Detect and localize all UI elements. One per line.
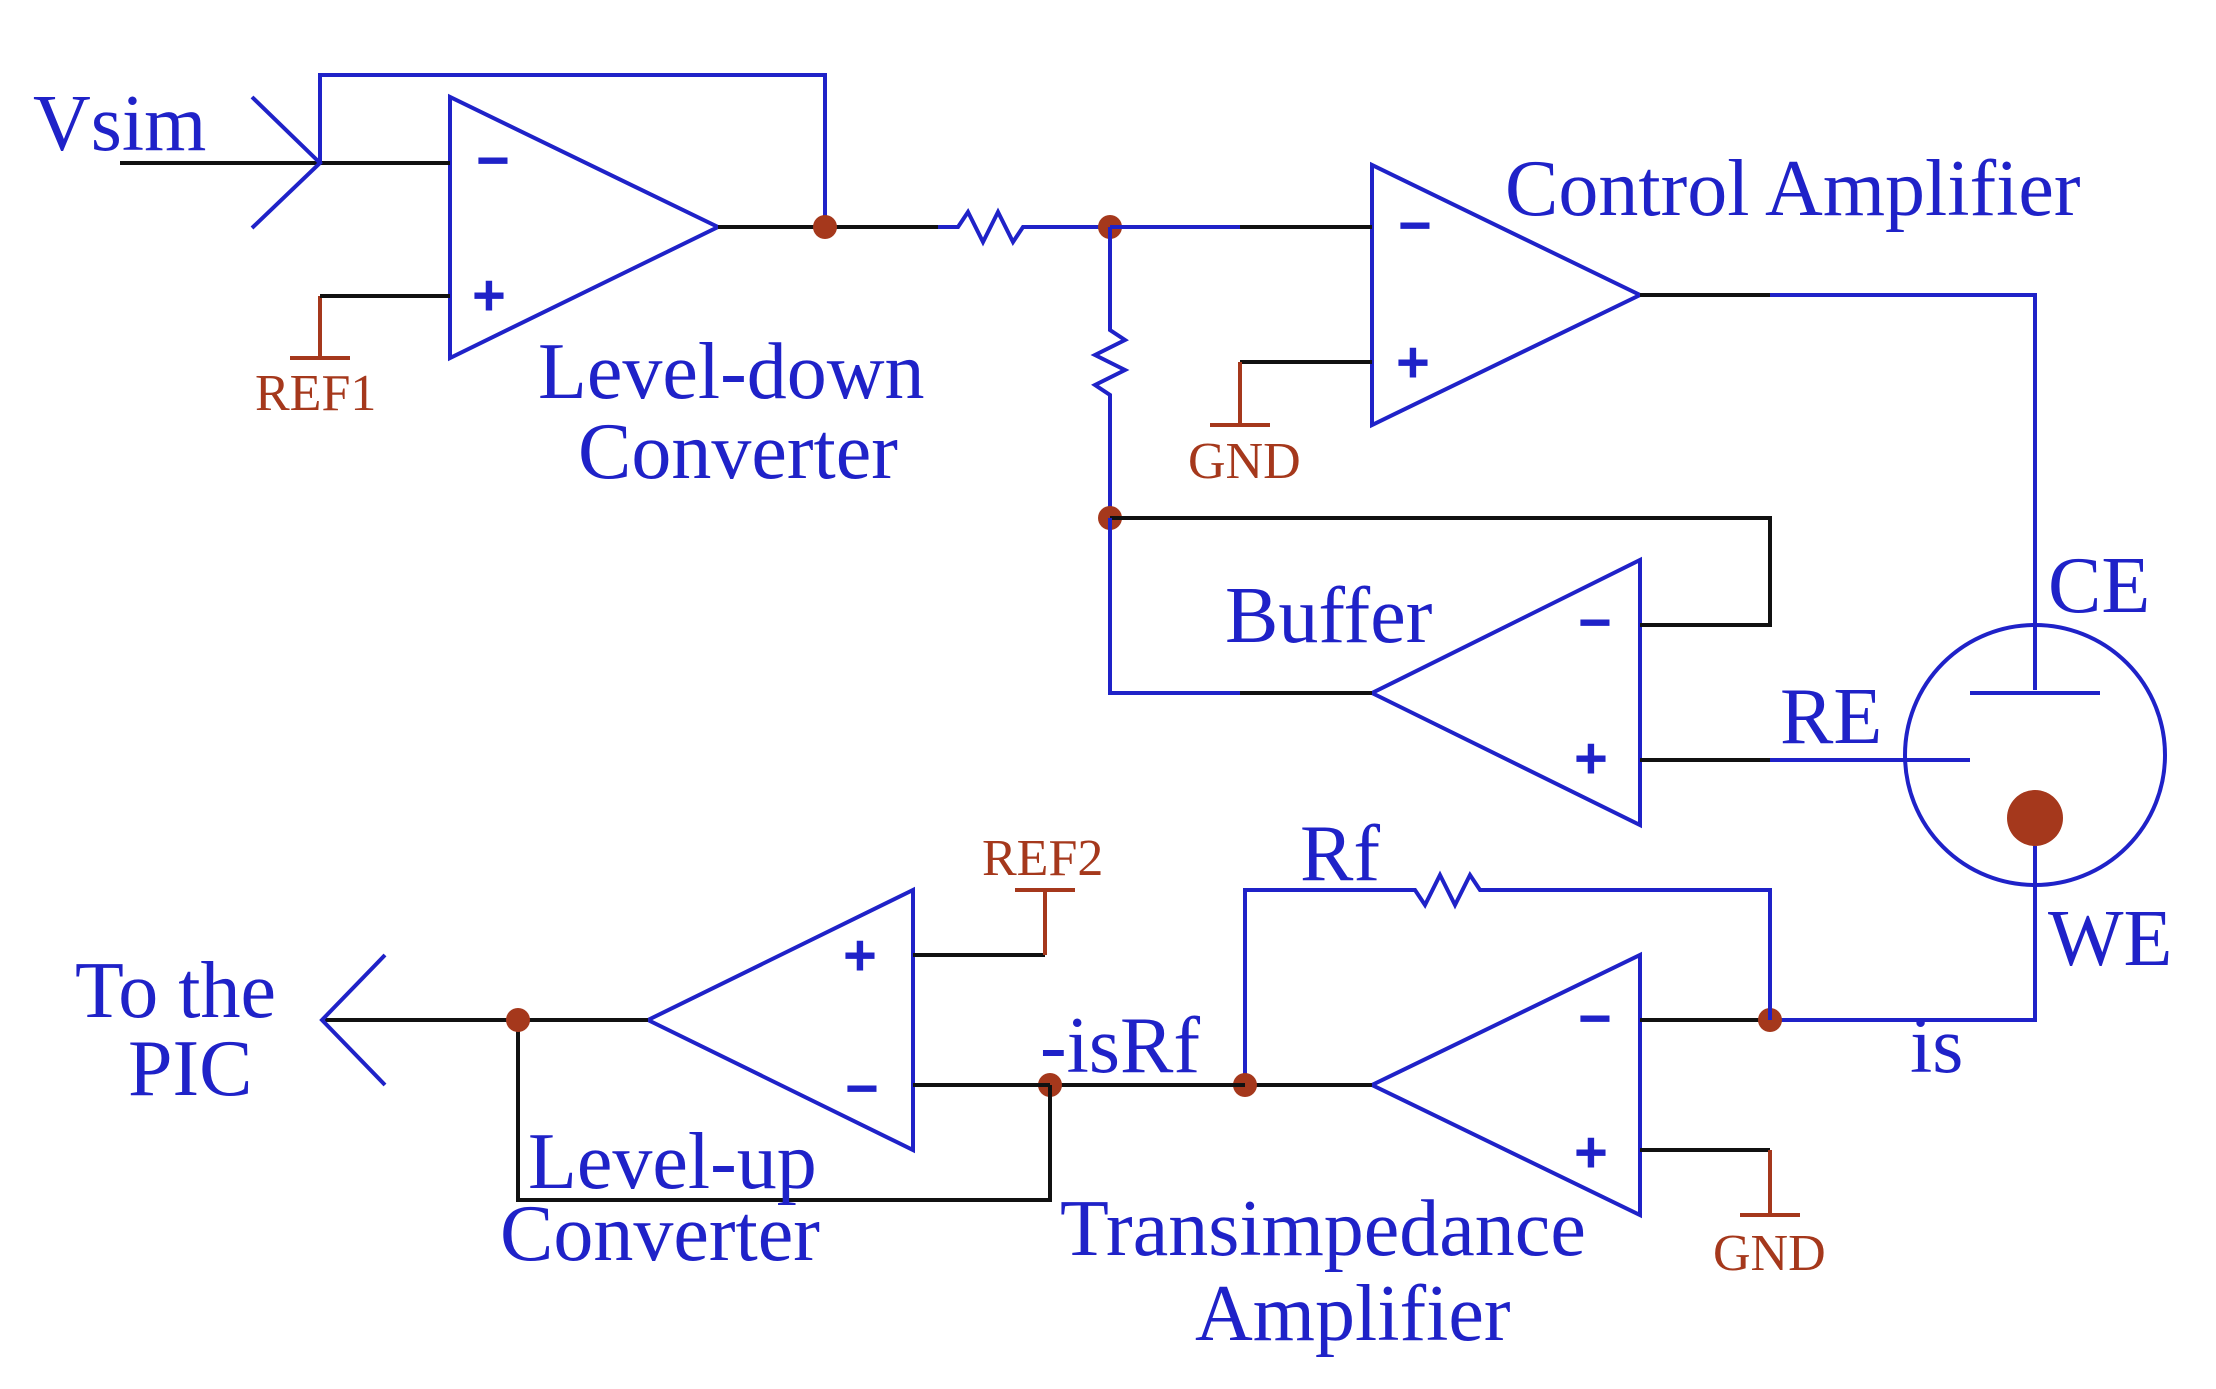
level-down-label-line2: Converter	[578, 408, 898, 496]
electrochemical-cell	[1903, 623, 2167, 887]
level-up-label-line2: Converter	[500, 1190, 820, 1278]
ref2-ground-icon	[1015, 888, 1075, 955]
level-up-minus-sign: −	[845, 1056, 879, 1121]
buffer-feedback-top-wire	[1110, 516, 1772, 627]
we-label: WE	[2048, 895, 2172, 983]
buffer-minus-sign: −	[1578, 590, 1612, 655]
level-down-plus-sign: +	[472, 263, 506, 328]
control-amplifier: − +	[1370, 161, 1645, 429]
buffer-opamp-symbol	[1367, 556, 1642, 829]
level-up-converter: + −	[643, 886, 915, 1154]
neg-is-rf-label: -isRf	[1040, 1002, 1200, 1090]
ref1-ground-icon	[290, 296, 350, 360]
level-up-plus-sign: +	[843, 923, 877, 988]
control-output-to-ce-wire	[1770, 293, 2037, 690]
pic-label: PIC	[128, 1025, 253, 1113]
divider-resistor-icon	[1090, 315, 1130, 420]
level-up-opamp-symbol	[643, 886, 915, 1154]
gnd-top-label: GND	[1188, 433, 1301, 490]
junction-node	[506, 1008, 530, 1032]
working-electrode-icon	[2007, 790, 2063, 846]
buffer: − +	[1367, 556, 1642, 829]
amplifier-label: Amplifier	[1195, 1270, 1510, 1358]
control-amplifier-label: Control Amplifier	[1505, 145, 2081, 233]
ref2-label: REF2	[982, 830, 1103, 887]
ce-label: CE	[2048, 542, 2150, 630]
tia-plus-sign: +	[1574, 1120, 1608, 1185]
level-down-feedback-wire	[318, 73, 827, 227]
gnd-bottom-label: GND	[1713, 1225, 1826, 1282]
re-label: RE	[1780, 673, 1882, 761]
level-up-feedback-wire	[516, 1020, 1052, 1202]
control-minus-sign: −	[1398, 193, 1432, 258]
buffer-label: Buffer	[1225, 572, 1432, 660]
vsim-label: Vsim	[33, 80, 206, 168]
rf-feedback-wire-right	[1505, 888, 1772, 1020]
gnd-top-ground-icon	[1210, 362, 1270, 427]
ref1-label: REF1	[255, 365, 376, 422]
transimpedance-label: Transimpedance	[1060, 1185, 1586, 1273]
level-down-label-line1: Level-down	[538, 328, 925, 416]
input-resistor-icon	[938, 207, 1045, 247]
tia-minus-sign: −	[1578, 986, 1612, 1051]
buffer-plus-sign: +	[1574, 726, 1608, 791]
rf-feedback-wire-left	[1243, 888, 1395, 1085]
level-down-minus-sign: −	[476, 128, 510, 193]
control-opamp-symbol	[1370, 161, 1645, 429]
transimpedance-opamp-symbol	[1367, 951, 1642, 1219]
to-pic-arrow-icon	[319, 953, 387, 1087]
buffer-output-wire	[1108, 518, 1240, 695]
level-down-opamp-symbol	[448, 93, 723, 362]
is-label: is	[1910, 1002, 1963, 1090]
junction-node	[813, 215, 837, 239]
gnd-bottom-ground-icon	[1740, 1150, 1800, 1217]
transimpedance-amplifier: − +	[1367, 951, 1642, 1219]
to-the-label: To the	[75, 947, 276, 1035]
level-up-label-line1: Level-up	[528, 1118, 817, 1206]
control-plus-sign: +	[1396, 330, 1430, 395]
rf-resistor-icon	[1395, 870, 1505, 910]
level-down-converter: − +	[448, 93, 723, 362]
we-to-is-wire	[1770, 846, 2037, 1022]
rf-label: Rf	[1300, 810, 1380, 898]
